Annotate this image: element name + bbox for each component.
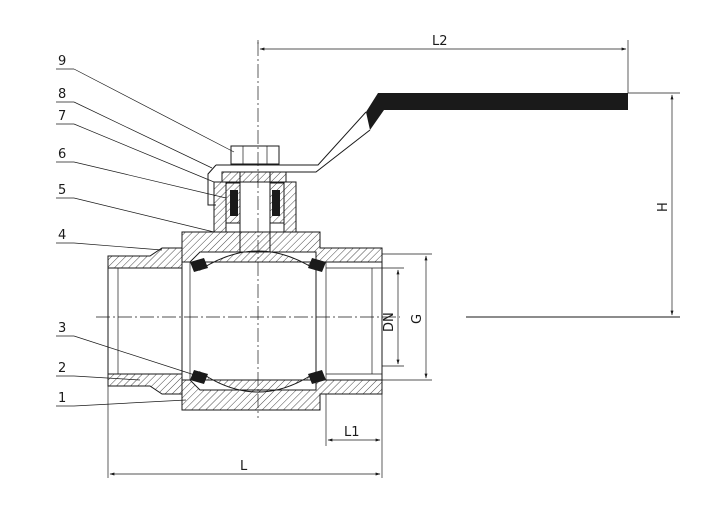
end-connector-top xyxy=(107,247,183,269)
seat-ring-bottom-right xyxy=(308,370,326,384)
dim-l-label: L xyxy=(240,459,248,474)
gland-washer xyxy=(221,171,287,183)
dim-l2: L2 xyxy=(257,34,629,93)
handle-bend xyxy=(207,164,217,206)
stem-nut xyxy=(230,145,280,165)
part-label-5: 5 xyxy=(58,183,66,198)
dim-g-label: G xyxy=(410,314,425,324)
part-label-1: 1 xyxy=(58,391,66,406)
part-label-2: 2 xyxy=(58,361,66,376)
dim-g: G xyxy=(382,253,432,381)
part-label-8: 8 xyxy=(58,87,66,102)
dim-l1: L1 xyxy=(325,394,383,478)
part-label-4: 4 xyxy=(58,228,66,243)
dim-l: L xyxy=(107,386,381,478)
stem-assembly xyxy=(213,145,297,253)
part-label-3: 3 xyxy=(58,321,66,336)
part-label-9: 9 xyxy=(58,54,66,69)
handle-grip xyxy=(366,93,628,130)
handle-arm xyxy=(216,111,367,166)
seat-ring-top-right xyxy=(308,258,326,272)
dim-l1-label: L1 xyxy=(344,425,360,440)
dim-dn-label: DN xyxy=(382,312,397,332)
dim-l2-label: L2 xyxy=(432,34,448,49)
leaders xyxy=(56,68,235,407)
part-label-7: 7 xyxy=(58,109,66,124)
part-label-6: 6 xyxy=(58,147,66,162)
packing-ring-right xyxy=(272,190,280,216)
seat-ring-bottom-left xyxy=(190,370,208,384)
end-connector-bottom xyxy=(107,373,183,395)
handle-arm-lower xyxy=(222,129,371,173)
dim-dn: DN xyxy=(382,267,404,367)
dim-h-label: H xyxy=(656,202,671,212)
dim-h: H xyxy=(628,92,680,316)
seat-ring-top-left xyxy=(190,258,208,272)
packing-ring-left xyxy=(230,190,238,216)
